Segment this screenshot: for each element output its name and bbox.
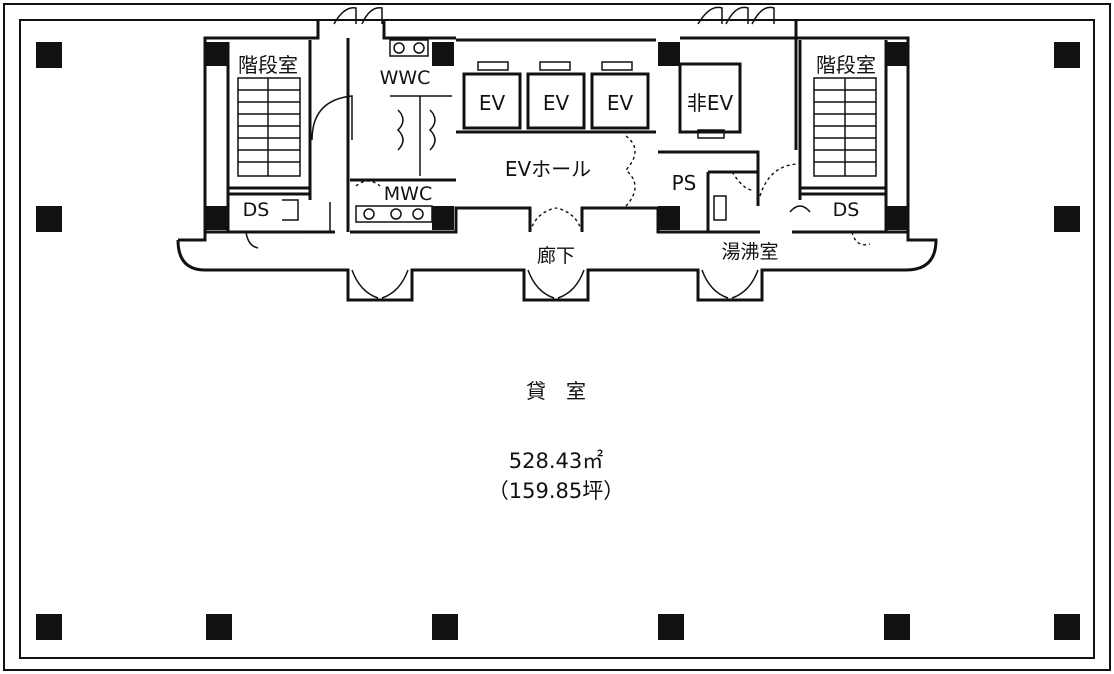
column bbox=[1054, 206, 1080, 232]
column bbox=[36, 206, 62, 232]
columns bbox=[36, 42, 1080, 640]
corridor-label: 廊下 bbox=[537, 245, 575, 267]
emergency-ev-shaft bbox=[678, 62, 742, 134]
wwc-label: WWC bbox=[380, 67, 431, 89]
column bbox=[432, 206, 454, 230]
column bbox=[36, 42, 62, 68]
column bbox=[432, 42, 454, 66]
ev3-label: EV bbox=[607, 91, 634, 115]
column bbox=[206, 42, 228, 66]
ev-hall-label: EVホール bbox=[505, 157, 591, 181]
room-labels: 階段室 階段室 WWC MWC EV EV EV 非EV EVホール PS DS… bbox=[238, 53, 876, 503]
column bbox=[658, 206, 680, 230]
outer-border bbox=[3, 3, 1111, 671]
ev1-label: EV bbox=[479, 91, 506, 115]
column bbox=[1054, 614, 1080, 640]
area-sqm-label: 528.43㎡ bbox=[509, 449, 603, 473]
column bbox=[1054, 42, 1080, 68]
rental-room-label: 貸 室 bbox=[526, 379, 586, 403]
column bbox=[36, 614, 62, 640]
column bbox=[886, 42, 908, 66]
column bbox=[206, 614, 232, 640]
ev-shaft bbox=[526, 72, 586, 130]
mwc-label: MWC bbox=[384, 183, 432, 205]
ev2-label: EV bbox=[543, 91, 570, 115]
column bbox=[658, 614, 684, 640]
column bbox=[206, 206, 228, 230]
stair-left-label: 階段室 bbox=[238, 53, 298, 77]
emergency-ev-label: 非EV bbox=[687, 91, 734, 115]
doors bbox=[245, 6, 871, 299]
kitchenette-label: 湯沸室 bbox=[721, 241, 778, 263]
ds-left-label: DS bbox=[243, 199, 270, 221]
inner-border bbox=[19, 19, 1095, 659]
ps-label: PS bbox=[672, 171, 697, 195]
area-tsubo-label: （159.85坪） bbox=[488, 479, 624, 503]
column bbox=[432, 614, 458, 640]
column bbox=[886, 206, 908, 230]
ds-right-label: DS bbox=[833, 199, 860, 221]
stair-right-label: 階段室 bbox=[816, 53, 876, 77]
ev-shaft bbox=[590, 72, 650, 130]
ev-shaft bbox=[462, 72, 522, 130]
core-walls bbox=[176, 20, 938, 302]
column bbox=[884, 614, 910, 640]
column bbox=[658, 42, 680, 66]
